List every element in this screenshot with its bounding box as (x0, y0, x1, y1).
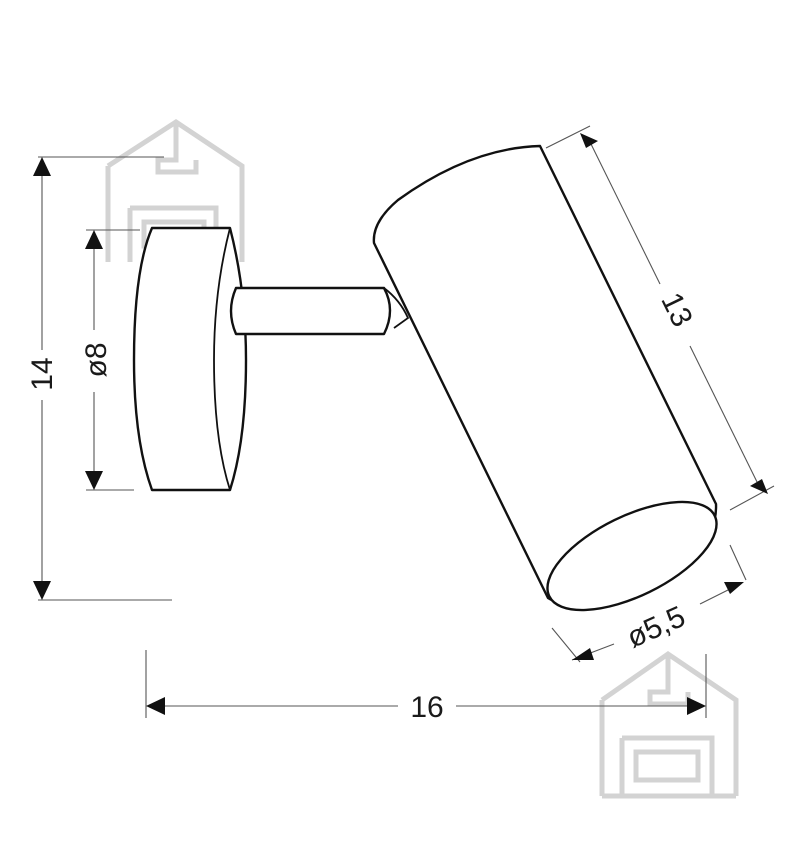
dimension-shade-diameter-label: ø5,5 (622, 600, 690, 655)
dimension-shade-diameter (551, 544, 747, 663)
lamp-arm (229, 286, 410, 336)
dimension-total-width-label: 16 (410, 691, 443, 724)
dimension-shade-length (545, 125, 775, 511)
dimension-shade-length-label: 13 (654, 288, 698, 332)
dimension-plate-diameter-label: ø8 (80, 342, 113, 377)
dimension-height (33, 156, 172, 601)
dimension-height-label: 14 (26, 357, 59, 390)
wall-plate (132, 226, 248, 492)
lamp-shade (372, 144, 718, 612)
watermark-logo-bottom-icon (599, 650, 739, 799)
dimension-total-width (145, 650, 707, 718)
dimension-plate-diameter (85, 229, 140, 491)
